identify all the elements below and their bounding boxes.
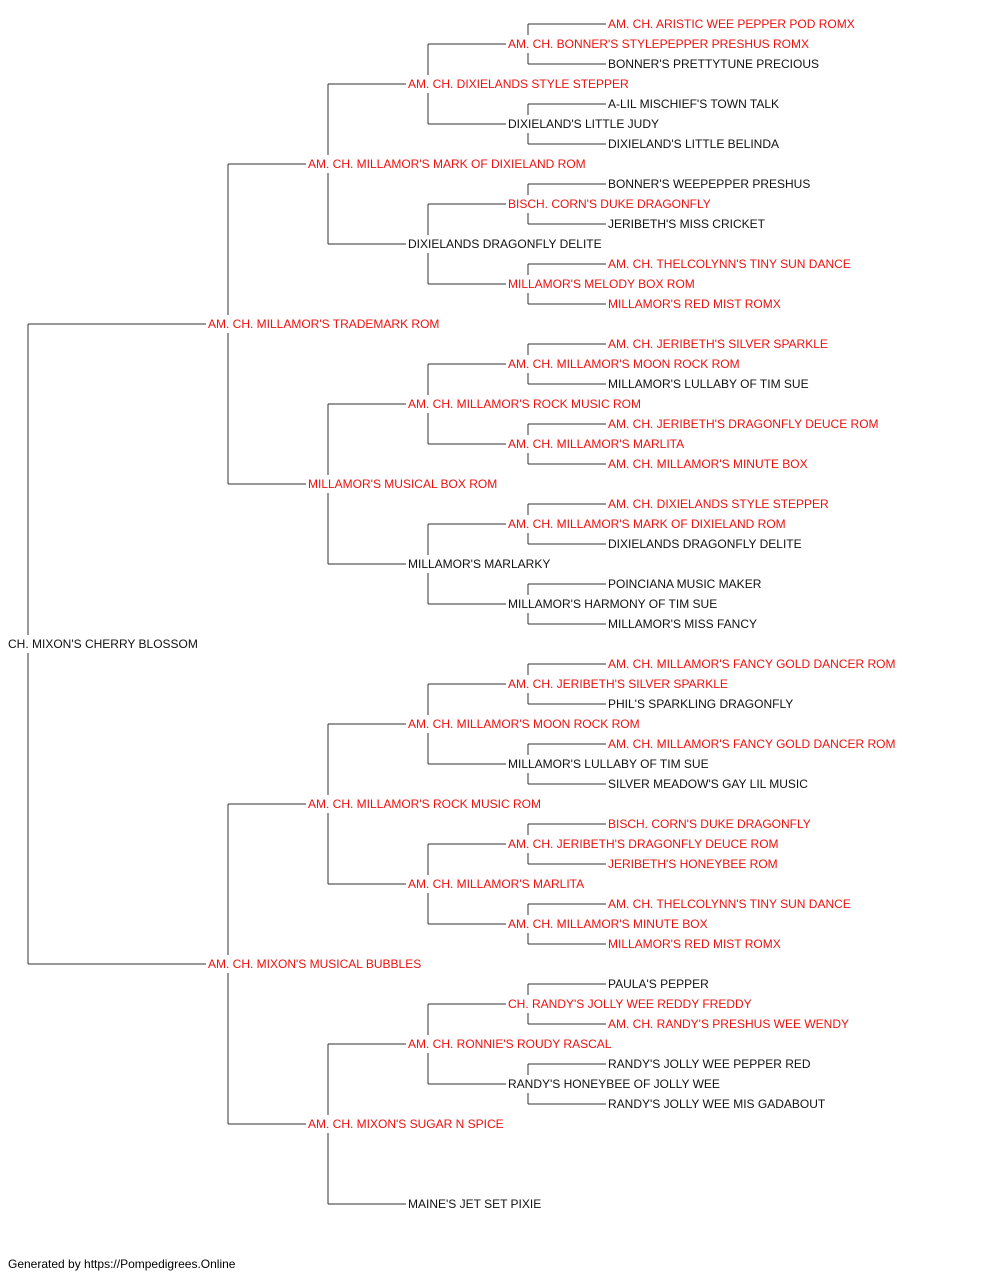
pedigree-node-gen5[interactable]: DIXIELANDS DRAGONFLY DELITE — [608, 537, 802, 551]
pedigree-node-gen4[interactable]: MILLAMOR'S MELODY BOX ROM — [508, 277, 695, 291]
pedigree-node-gen3[interactable]: AM. CH. MILLAMOR'S MOON ROCK ROM — [408, 717, 640, 731]
pedigree-node-gen5[interactable]: RANDY'S JOLLY WEE PEPPER RED — [608, 1057, 811, 1071]
pedigree-node-gen3[interactable]: AM. CH. RONNIE'S ROUDY RASCAL — [408, 1037, 612, 1051]
pedigree-node-gen5[interactable]: BONNER'S WEEPEPPER PRESHUS — [608, 177, 811, 191]
pedigree-node-gen5[interactable]: AM. CH. RANDY'S PRESHUS WEE WENDY — [608, 1017, 849, 1031]
pedigree-node-gen5[interactable]: AM. CH. JERIBETH'S SILVER SPARKLE — [608, 337, 828, 351]
pedigree-node-gen4[interactable]: CH. RANDY'S JOLLY WEE REDDY FREDDY — [508, 997, 752, 1011]
pedigree-node-gen3[interactable]: DIXIELANDS DRAGONFLY DELITE — [408, 237, 602, 251]
pedigree-node-gen4[interactable]: BISCH. CORN'S DUKE DRAGONFLY — [508, 197, 711, 211]
pedigree-node-gen1[interactable]: AM. CH. MIXON'S MUSICAL BUBBLES — [208, 957, 422, 971]
pedigree-node-gen5[interactable]: AM. CH. MILLAMOR'S MINUTE BOX — [608, 457, 808, 471]
pedigree-node-gen5[interactable]: AM. CH. THELCOLYNN'S TINY SUN DANCE — [608, 897, 851, 911]
pedigree-node-gen4[interactable]: DIXIELAND'S LITTLE JUDY — [508, 117, 659, 131]
pedigree-node-gen3[interactable]: AM. CH. MILLAMOR'S MARLITA — [408, 877, 585, 891]
pedigree-node-gen5[interactable]: AM. CH. DIXIELANDS STYLE STEPPER — [608, 497, 829, 511]
pedigree-node-gen5[interactable]: BISCH. CORN'S DUKE DRAGONFLY — [608, 817, 811, 831]
pedigree-node-gen4[interactable]: AM. CH. JERIBETH'S SILVER SPARKLE — [508, 677, 728, 691]
pedigree-node-gen3[interactable]: MAINE'S JET SET PIXIE — [408, 1197, 542, 1211]
pedigree-node-gen5[interactable]: POINCIANA MUSIC MAKER — [608, 577, 762, 591]
pedigree-node-gen5[interactable]: AM. CH. MILLAMOR'S FANCY GOLD DANCER ROM — [608, 657, 896, 671]
pedigree-node-gen5[interactable]: AM. CH. THELCOLYNN'S TINY SUN DANCE — [608, 257, 851, 271]
pedigree-node-gen3[interactable]: MILLAMOR'S MARLARKY — [408, 557, 551, 571]
pedigree-node-gen4[interactable]: AM. CH. MILLAMOR'S MARK OF DIXIELAND ROM — [508, 517, 786, 531]
pedigree-node-gen5[interactable]: BONNER'S PRETTYTUNE PRECIOUS — [608, 57, 819, 71]
pedigree-node-gen5[interactable]: AM. CH. MILLAMOR'S FANCY GOLD DANCER ROM — [608, 737, 896, 751]
pedigree-node-gen4[interactable]: AM. CH. BONNER'S STYLEPEPPER PRESHUS ROM… — [508, 37, 810, 51]
pedigree-node-gen2[interactable]: AM. CH. MIXON'S SUGAR N SPICE — [308, 1117, 504, 1131]
pedigree-node-gen5[interactable]: SILVER MEADOW'S GAY LIL MUSIC — [608, 777, 808, 791]
pedigree-node-gen5[interactable]: PHIL'S SPARKLING DRAGONFLY — [608, 697, 794, 711]
pedigree-node-gen5[interactable]: AM. CH. JERIBETH'S DRAGONFLY DEUCE ROM — [608, 417, 879, 431]
pedigree-node-gen2[interactable]: MILLAMOR'S MUSICAL BOX ROM — [308, 477, 498, 491]
pedigree-node-gen5[interactable]: PAULA'S PEPPER — [608, 977, 709, 991]
pedigree-node-gen4[interactable]: AM. CH. JERIBETH'S DRAGONFLY DEUCE ROM — [508, 837, 779, 851]
generated-by-footer: Generated by https://Pompedigrees.Online — [8, 1257, 236, 1271]
pedigree-node-gen5[interactable]: RANDY'S JOLLY WEE MIS GADABOUT — [608, 1097, 826, 1111]
pedigree-node-gen4[interactable]: AM. CH. MILLAMOR'S MINUTE BOX — [508, 917, 708, 931]
pedigree-node-gen1[interactable]: AM. CH. MILLAMOR'S TRADEMARK ROM — [208, 317, 440, 331]
pedigree-node-gen4[interactable]: MILLAMOR'S HARMONY OF TIM SUE — [508, 597, 718, 611]
pedigree-node-gen5[interactable]: JERIBETH'S HONEYBEE ROM — [608, 857, 778, 871]
pedigree-node-gen5[interactable]: MILLAMOR'S RED MIST ROMX — [608, 937, 781, 951]
pedigree-node-gen0[interactable]: CH. MIXON'S CHERRY BLOSSOM — [8, 637, 198, 651]
pedigree-node-gen5[interactable]: MILLAMOR'S LULLABY OF TIM SUE — [608, 377, 809, 391]
pedigree-node-gen5[interactable]: MILLAMOR'S MISS FANCY — [608, 617, 757, 631]
pedigree-node-gen3[interactable]: AM. CH. DIXIELANDS STYLE STEPPER — [408, 77, 629, 91]
pedigree-node-gen5[interactable]: DIXIELAND'S LITTLE BELINDA — [608, 137, 780, 151]
pedigree-node-gen4[interactable]: AM. CH. MILLAMOR'S MOON ROCK ROM — [508, 357, 740, 371]
pedigree-node-gen5[interactable]: A-LIL MISCHIEF'S TOWN TALK — [608, 97, 779, 111]
pedigree-node-gen2[interactable]: AM. CH. MILLAMOR'S MARK OF DIXIELAND ROM — [308, 157, 586, 171]
pedigree-node-gen4[interactable]: MILLAMOR'S LULLABY OF TIM SUE — [508, 757, 709, 771]
pedigree-node-gen2[interactable]: AM. CH. MILLAMOR'S ROCK MUSIC ROM — [308, 797, 541, 811]
pedigree-node-gen4[interactable]: AM. CH. MILLAMOR'S MARLITA — [508, 437, 685, 451]
pedigree-node-gen3[interactable]: AM. CH. MILLAMOR'S ROCK MUSIC ROM — [408, 397, 641, 411]
pedigree-node-gen5[interactable]: JERIBETH'S MISS CRICKET — [608, 217, 765, 231]
pedigree-node-gen5[interactable]: MILLAMOR'S RED MIST ROMX — [608, 297, 781, 311]
pedigree-node-gen5[interactable]: AM. CH. ARISTIC WEE PEPPER POD ROMX — [608, 17, 855, 31]
pedigree-node-gen4[interactable]: RANDY'S HONEYBEE OF JOLLY WEE — [508, 1077, 720, 1091]
